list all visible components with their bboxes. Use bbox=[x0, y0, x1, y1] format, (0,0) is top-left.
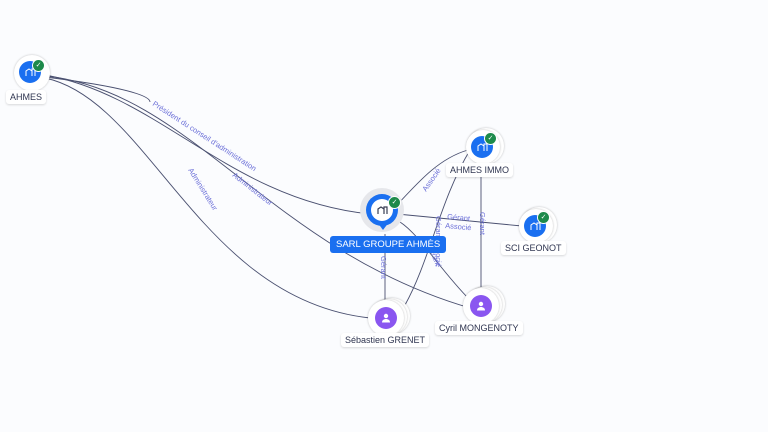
node-label: SARL GROUPE AHMÈS bbox=[330, 236, 447, 253]
edge-label-president: Président du conseil d'administration bbox=[151, 99, 258, 173]
node-label: AHMES bbox=[6, 90, 47, 104]
building-icon bbox=[371, 199, 393, 221]
verified-check-icon: ✓ bbox=[484, 132, 497, 145]
edge-label-associe-immo: Associé bbox=[420, 166, 442, 193]
node-label: Cyril MONGENOTY bbox=[435, 321, 523, 335]
edge-label-admin-1: Administrateur bbox=[186, 166, 220, 212]
edge-label-gerant-sebastien: Gérant bbox=[379, 256, 388, 280]
verified-check-icon: ✓ bbox=[537, 211, 550, 224]
edge-ahmes-cyril bbox=[44, 75, 471, 309]
edge-label-gerant-immo-v: Gérant bbox=[478, 212, 487, 236]
edge-ahmes-sarl-2 bbox=[44, 76, 151, 103]
person-icon bbox=[470, 295, 492, 317]
node-label: AHMES IMMO bbox=[446, 163, 514, 177]
person-icon bbox=[375, 307, 397, 329]
edge-cyril-sarl bbox=[399, 221, 471, 301]
pin-tip bbox=[377, 222, 389, 230]
edge-label-associe-sci: Associé bbox=[445, 221, 472, 232]
edge-sarl-sci bbox=[396, 213, 523, 227]
edge-ahmes-sebastien bbox=[44, 77, 371, 319]
edge-label-admin-2: Administrateur bbox=[231, 170, 275, 207]
verified-check-icon: ✓ bbox=[388, 196, 401, 209]
node-label: Sébastien GRENET bbox=[341, 333, 430, 347]
node-label: SCI GEONOT bbox=[501, 241, 566, 255]
verified-check-icon: ✓ bbox=[32, 59, 45, 72]
edge-sarl-ahmes-immo bbox=[396, 149, 469, 206]
edge-ahmes-sarl bbox=[44, 74, 371, 215]
edge-label-gerant-sci: Gérant bbox=[447, 212, 472, 223]
